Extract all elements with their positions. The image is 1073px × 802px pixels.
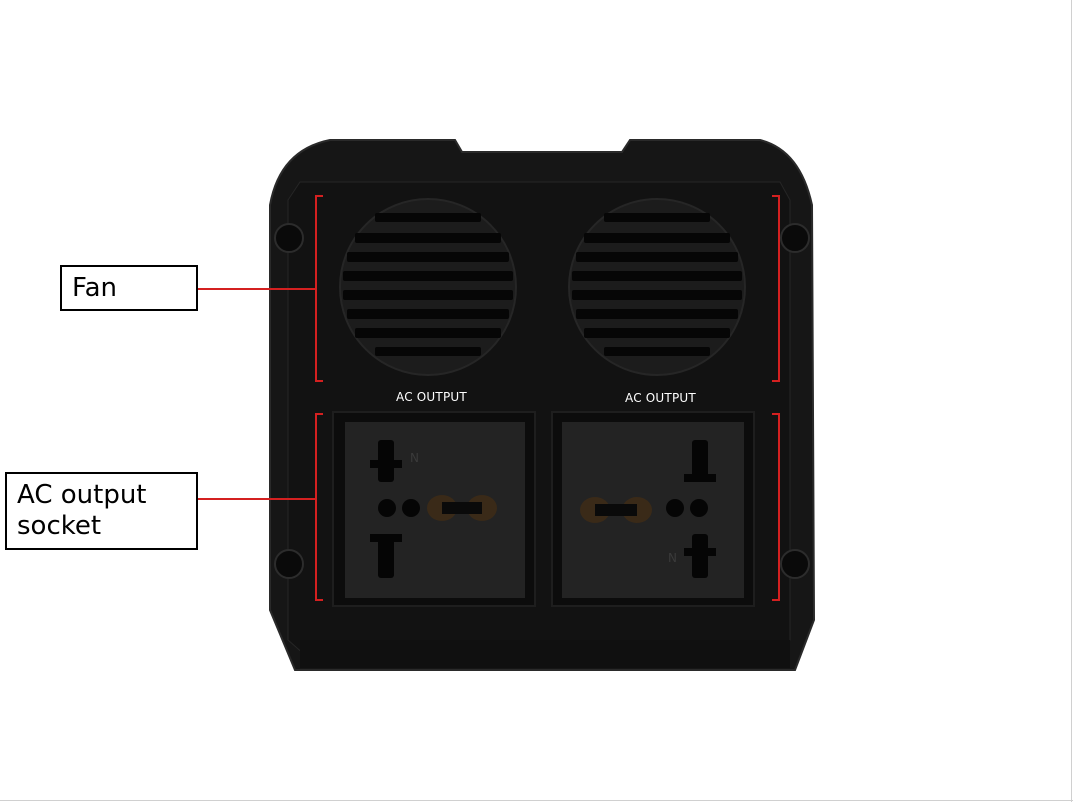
socket-callout-line1: AC output [17, 480, 147, 510]
ac-output-label-right: AC OUTPUT [625, 391, 696, 405]
screw-hole-top-right [780, 223, 810, 253]
fan-bracket-right [772, 195, 780, 382]
fan-callout: Fan [60, 265, 198, 311]
screw-hole-top-left [274, 223, 304, 253]
socket-callout-line2: socket [17, 511, 102, 541]
svg-text:N: N [668, 551, 677, 565]
svg-text:N: N [410, 451, 419, 465]
ac-output-socket-callout: AC output socket [5, 472, 198, 550]
fan-callout-label: Fan [72, 273, 117, 303]
housing-bottom-lip [300, 640, 790, 668]
ac-socket-left: N [332, 411, 536, 607]
socket-leader-line [196, 498, 316, 500]
fan-leader-line [196, 288, 316, 290]
screw-hole-bottom-right [780, 549, 810, 579]
fan-grille-left [339, 198, 517, 376]
screw-hole-bottom-left [274, 549, 304, 579]
socket-bracket-right [772, 413, 780, 601]
bottom-border [0, 800, 1073, 801]
right-border [1071, 0, 1072, 802]
ac-socket-right: N [551, 411, 755, 607]
fan-grille-right [568, 198, 746, 376]
fan-bracket-left [315, 195, 323, 382]
ac-output-label-left: AC OUTPUT [396, 390, 467, 404]
socket-bracket-left [315, 413, 323, 601]
